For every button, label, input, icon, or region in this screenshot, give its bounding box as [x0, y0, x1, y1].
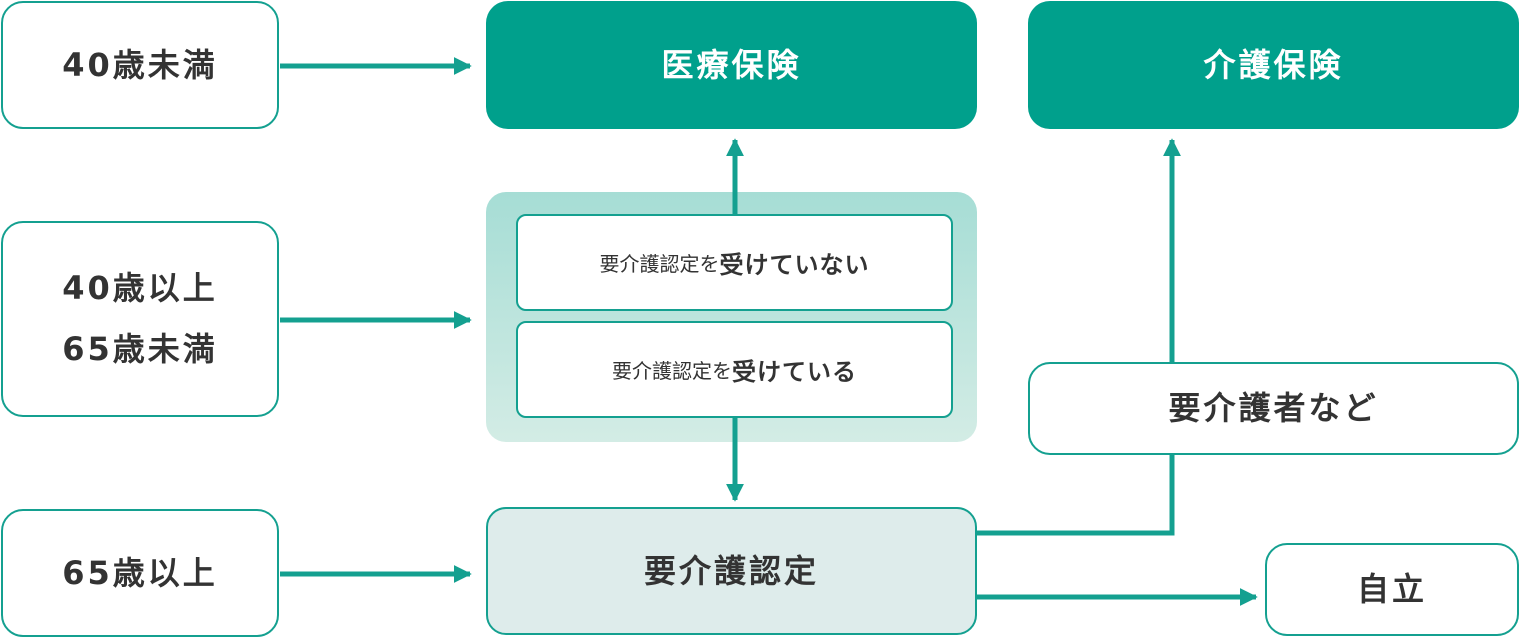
not-certified-suffix: 受けていない: [719, 251, 870, 279]
age-40to65-line2: 65歳未満: [62, 330, 218, 368]
connector-certification-to-needs-care: [977, 455, 1175, 536]
age-40to65-box: 40歳以上 65歳未満: [1, 221, 279, 417]
not-certified-prefix: 要介護認定を: [599, 252, 720, 276]
age-over65-box: 65歳以上: [1, 509, 279, 637]
certification-label: 要介護認定: [643, 551, 819, 590]
age-40to65-line1: 40歳以上: [62, 269, 218, 308]
not-certified-box: 要介護認定を 受けていない: [516, 214, 953, 311]
certification-box: 要介護認定: [486, 507, 977, 635]
independent-label: 自立: [1356, 570, 1427, 609]
independent-box: 自立: [1265, 543, 1519, 636]
care-insurance-label: 介護保険: [1203, 45, 1344, 84]
needs-care-box: 要介護者など: [1028, 362, 1519, 455]
certified-prefix: 要介護認定を: [612, 359, 732, 383]
age-over65-label: 65歳以上: [62, 553, 218, 592]
certified-suffix: 受けている: [732, 358, 857, 386]
medical-insurance-label: 医療保険: [661, 45, 802, 84]
certified-box: 要介護認定を 受けている: [516, 321, 953, 418]
age-under40-label: 40歳未満: [62, 45, 218, 84]
medical-insurance-box: 医療保険: [486, 1, 977, 129]
age-under40-box: 40歳未満: [1, 1, 279, 129]
care-insurance-box: 介護保険: [1028, 1, 1519, 129]
needs-care-label: 要介護者など: [1168, 389, 1379, 428]
